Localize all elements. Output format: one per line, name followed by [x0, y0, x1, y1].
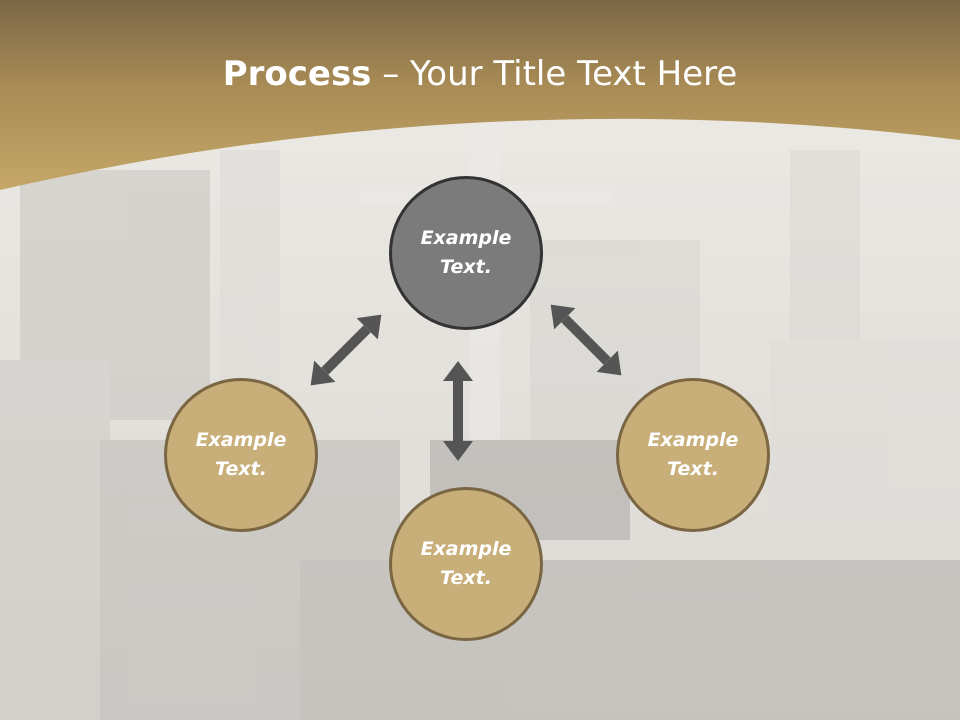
node-left-label: Example Text. — [195, 429, 287, 480]
title-rest: – Your Title Text Here — [371, 54, 738, 94]
title-strong: Process — [222, 54, 372, 94]
node-right: Example Text. — [616, 378, 770, 532]
slide-title: Process – Your Title Text Here — [0, 52, 960, 96]
node-right-label: Example Text. — [647, 429, 739, 480]
node-top: Example Text. — [389, 176, 543, 330]
node-left: Example Text. — [164, 378, 318, 532]
node-top-label: Example Text. — [420, 227, 512, 278]
node-bottom-label: Example Text. — [420, 538, 512, 589]
header-band — [0, 0, 960, 190]
node-bottom: Example Text. — [389, 487, 543, 641]
